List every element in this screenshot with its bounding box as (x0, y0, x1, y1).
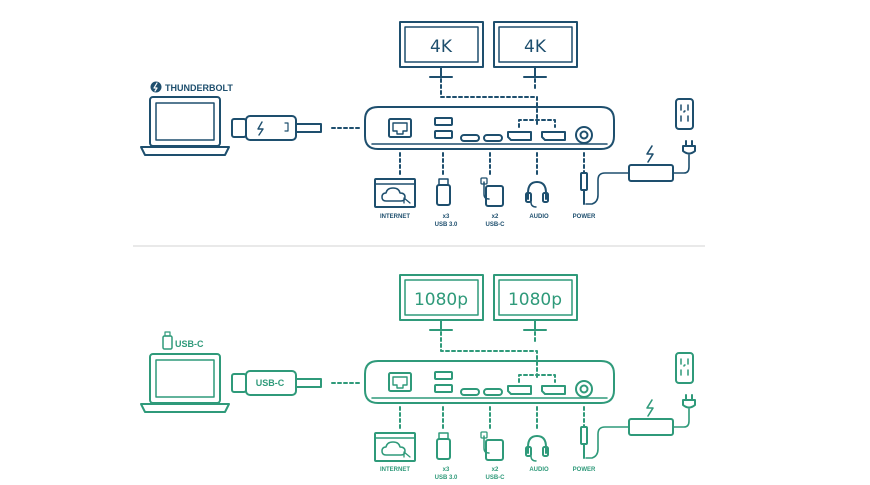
usb-label: USB 3.0 (435, 475, 458, 481)
internet-window-icon (374, 178, 416, 208)
laptop-connection-label: USB-C (175, 339, 204, 349)
wall-outlet-icon (675, 98, 694, 130)
ethernet-port-icon (388, 118, 412, 138)
monitor-2-icon (493, 274, 578, 331)
internet-window-icon (374, 432, 416, 462)
usbc-label: USB-C (486, 222, 506, 228)
usb-c-device-icon (480, 431, 504, 461)
usbc-count-label: x2 (492, 467, 499, 473)
laptop-connection-label: THUNDERBOLT (165, 83, 233, 93)
ethernet-port-icon (388, 372, 412, 392)
usb-a-ports-icon (434, 117, 453, 139)
usb-count-label: x3 (443, 214, 450, 220)
monitor-1-icon (399, 21, 484, 78)
usb-c-ports-icon (460, 388, 503, 396)
monitor-2-resolution: 1080p (508, 290, 562, 310)
monitor-1-resolution: 1080p (414, 290, 468, 310)
headphones-icon (525, 181, 549, 208)
usb-count-label: x3 (443, 467, 450, 473)
thunderbolt-icon (150, 81, 162, 93)
audio-label: AUDIO (529, 214, 549, 220)
displayport-bracket (518, 119, 556, 128)
monitor-2-resolution: 4K (524, 37, 547, 57)
displayport-ports-icon (507, 385, 566, 395)
power-port-icon (575, 126, 593, 144)
monitor-2-icon (493, 21, 578, 78)
monitor-1-line (440, 331, 538, 381)
usb-c-cable-icon (231, 370, 322, 396)
usb-c-setup: USB-C USB-C 1080p 1080p (140, 274, 696, 481)
power-adapter-icon (585, 140, 696, 205)
wall-outlet-icon (675, 352, 694, 384)
thunderbolt-setup: THUNDERBOLT 4K 4K (140, 21, 696, 228)
internet-label: INTERNET (380, 214, 410, 220)
dock-icon (364, 360, 615, 404)
headphones-icon (525, 435, 549, 462)
monitor-1-icon (399, 274, 484, 331)
power-adapter-icon (585, 394, 696, 459)
usbc-label: USB-C (486, 475, 506, 481)
internet-label: INTERNET (380, 467, 410, 473)
monitor-1-line (440, 78, 538, 126)
usb-a-ports-icon (434, 371, 453, 393)
cable-label: USB-C (256, 378, 285, 388)
audio-label: AUDIO (529, 467, 549, 473)
displayport-ports-icon (507, 131, 566, 141)
power-label: POWER (573, 467, 596, 473)
monitor-2-line (534, 78, 538, 89)
usb-stick-icon (436, 178, 451, 206)
usb-c-icon (162, 331, 173, 350)
power-port-icon (575, 380, 593, 398)
usb-c-device-icon (480, 177, 504, 207)
laptop-icon (140, 96, 230, 156)
power-plug-icon (580, 172, 588, 205)
thunderbolt-cable-icon (231, 115, 322, 141)
power-label: POWER (573, 214, 596, 220)
monitor-2-line (534, 331, 538, 343)
laptop-icon (140, 353, 230, 413)
power-plug-icon (580, 426, 588, 459)
usb-c-ports-icon (460, 134, 503, 142)
dock-icon (364, 106, 615, 150)
usb-stick-icon (436, 432, 451, 460)
usb-label: USB 3.0 (435, 222, 458, 228)
usbc-count-label: x2 (492, 214, 499, 220)
monitor-1-resolution: 4K (430, 37, 453, 57)
displayport-bracket (518, 374, 556, 383)
